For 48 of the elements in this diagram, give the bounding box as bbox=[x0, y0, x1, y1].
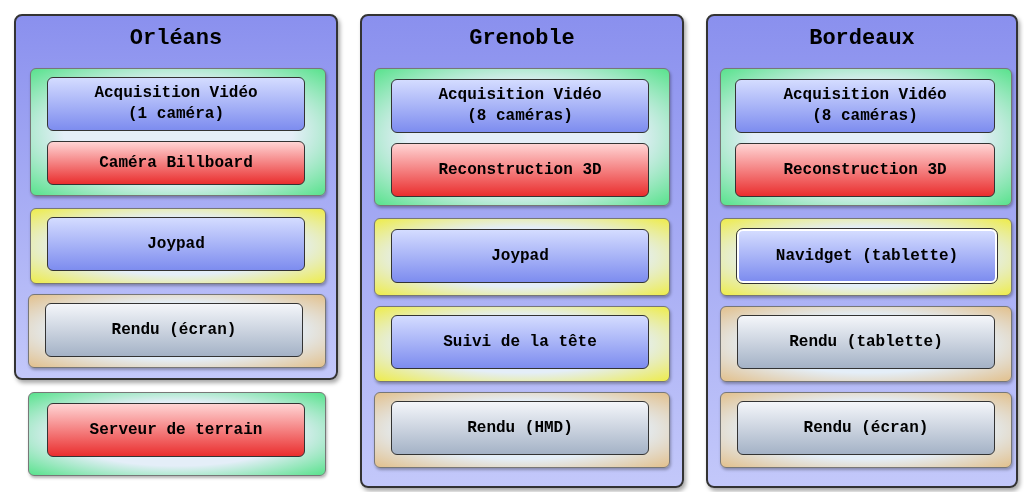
input-box bbox=[391, 315, 649, 369]
input-box bbox=[735, 79, 995, 133]
box-label: Reconstruction 3D bbox=[783, 159, 947, 181]
group-panel bbox=[28, 294, 326, 368]
group-panel bbox=[720, 306, 1012, 382]
group-panel bbox=[720, 392, 1012, 468]
input-box bbox=[47, 217, 305, 271]
box-label: Serveur de terrain bbox=[89, 419, 263, 441]
site-panel bbox=[360, 14, 684, 488]
box-label: Navidget (tablette) bbox=[775, 245, 959, 267]
process-box bbox=[47, 141, 305, 185]
box-label: Suivi de la tête bbox=[443, 331, 597, 353]
render-box bbox=[391, 401, 649, 455]
group-panel bbox=[374, 68, 670, 206]
box-label: Rendu (tablette) bbox=[789, 331, 943, 353]
input-box bbox=[391, 79, 649, 133]
process-box bbox=[735, 143, 995, 197]
box-label: Rendu (écran) bbox=[803, 417, 929, 439]
render-box bbox=[737, 401, 995, 455]
group-panel bbox=[720, 68, 1012, 206]
render-box bbox=[737, 315, 995, 369]
box-label: Acquisition Vidéo (8 caméras) bbox=[782, 85, 948, 127]
box-label: Caméra Billboard bbox=[99, 152, 253, 174]
process-box bbox=[47, 403, 305, 457]
group-panel bbox=[374, 306, 670, 382]
site-title: Bordeaux bbox=[808, 26, 916, 51]
site-panel bbox=[706, 14, 1018, 488]
render-box bbox=[45, 303, 303, 357]
group-panel bbox=[374, 392, 670, 468]
input-box bbox=[391, 229, 649, 283]
group-panel bbox=[30, 208, 326, 284]
group-panel bbox=[30, 68, 326, 196]
box-label: Acquisition Vidéo (8 caméras) bbox=[437, 85, 603, 127]
box-label: Rendu (écran) bbox=[111, 319, 237, 341]
group-panel bbox=[374, 218, 670, 296]
site-title: Orléans bbox=[128, 26, 224, 51]
box-label: Joypad bbox=[491, 245, 549, 267]
device-box bbox=[737, 229, 997, 283]
process-box bbox=[391, 143, 649, 197]
input-box bbox=[47, 77, 305, 131]
group-panel bbox=[720, 218, 1012, 296]
box-label: Joypad bbox=[147, 233, 205, 255]
group-panel bbox=[28, 392, 326, 476]
box-label: Reconstruction 3D bbox=[438, 159, 602, 181]
site-panel bbox=[14, 14, 338, 380]
box-label: Rendu (HMD) bbox=[467, 417, 573, 439]
box-label: Acquisition Vidéo (1 caméra) bbox=[93, 83, 259, 125]
site-title: Grenoble bbox=[468, 26, 576, 51]
